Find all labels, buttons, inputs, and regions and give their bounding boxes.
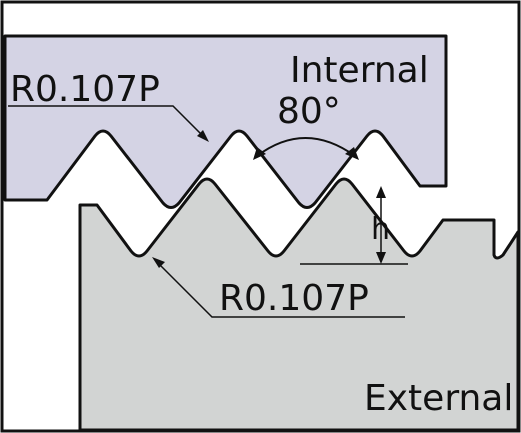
internal-label: Internal (290, 50, 429, 91)
root-radius-bottom-leader (155, 260, 405, 318)
root-radius-top-leader (8, 105, 206, 139)
height-arrowhead-top (376, 186, 386, 198)
height-arrowhead-bottom (376, 252, 386, 264)
height-label: h (371, 212, 390, 247)
external-thread-region (78, 177, 520, 432)
angle-arrowhead-right (345, 147, 359, 160)
root-radius-top-arrowhead (197, 130, 209, 142)
root-radius-top-label: R0.107P (10, 69, 160, 110)
internal-thread-region (3, 34, 448, 209)
external-label: External (364, 378, 513, 419)
angle-arrowhead-left (253, 147, 266, 160)
angle-label: 80° (277, 91, 341, 132)
root-radius-bottom-arrowhead (152, 257, 165, 268)
root-radius-bottom-label: R0.107P (219, 278, 369, 319)
angle-arc (256, 137, 356, 157)
